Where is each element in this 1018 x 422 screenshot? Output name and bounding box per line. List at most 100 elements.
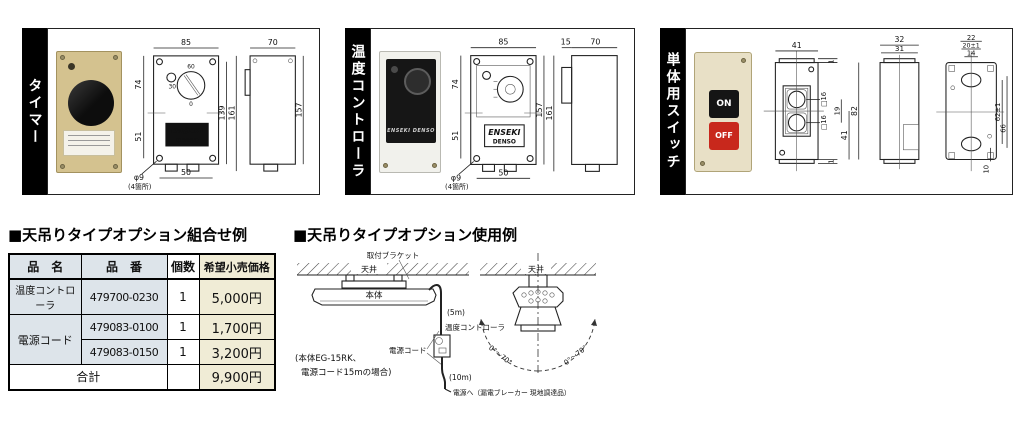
cell-name: 温度コントローラ: [8, 278, 82, 315]
usage-right-diagram: 天井 0°～70° 0°～70°: [479, 253, 597, 375]
timer-dimension-drawing: 60 30 0 ENSEKI DENSO 85 74 51: [128, 38, 304, 190]
screw-icon: [113, 163, 118, 169]
note-line: (本体EG-15RK、: [295, 353, 361, 364]
cell-part: 479083-0150: [80, 339, 168, 365]
brand-text: ENSEKI: [171, 126, 203, 135]
dim-label: 161: [545, 105, 554, 120]
cell-name: 電源コード: [8, 314, 82, 365]
dim-label: 66: [1000, 124, 1008, 133]
mounting-bracket: [341, 280, 407, 289]
brand-text: DENSO: [175, 138, 198, 144]
cell-part: 479700-0230: [80, 278, 168, 315]
dim-label: 31: [895, 43, 904, 52]
power-cord-upper: [428, 284, 442, 335]
arrowhead-icon: [479, 319, 485, 325]
timer-panel-box: 60 30 0 ENSEKI DENSO 85 74 51: [47, 28, 320, 195]
cell-qty: 1: [166, 314, 200, 340]
dim-label: 51: [451, 130, 460, 140]
controller-side-view: 15 70: [561, 37, 618, 172]
cell-price: 1,700円: [198, 314, 276, 340]
dial-icon: [176, 70, 206, 100]
dim-label: 41: [840, 130, 849, 140]
off-button-image: OFF: [709, 121, 739, 150]
screw-icon: [383, 162, 388, 168]
switch-front-view: [763, 50, 824, 171]
timer-dimension-lines: 85 74 51 139 161 50 φ9 (4箇所): [128, 38, 237, 190]
to-power-label: 電源へ（漏電ブレーカー 現地調達品）: [453, 388, 571, 397]
controller-dial-knob: [404, 67, 431, 95]
arrowhead-icon: [591, 319, 597, 326]
unit-label: 本体: [365, 290, 383, 301]
dim-label: 62±1: [994, 102, 1002, 121]
bracket-label: 取付ブラケット: [367, 250, 420, 260]
pilot-lamp-icon: [68, 62, 75, 70]
cord-length-label: (5m): [447, 308, 465, 317]
power-cord-lower: [441, 357, 446, 389]
timer-photo: [56, 50, 122, 173]
total-label: 合計: [8, 364, 168, 390]
controller-dimension-lines: 85 74 51 157 161 50 φ9 (4箇所): [445, 37, 555, 191]
controller-panel-box: ENSEKI DENSO ENSEKI: [370, 28, 635, 195]
swing-angle-label: 0°～70°: [487, 344, 513, 367]
dim-label: 74: [134, 79, 143, 89]
total-price: 9,900円: [198, 364, 276, 390]
note-line: 電源コード15mの場合): [301, 367, 391, 378]
dim-label: 70: [590, 37, 600, 46]
dim-label: □16: [820, 115, 828, 130]
heater-end-view: [512, 286, 564, 308]
col-header-name: 品 名: [8, 253, 82, 280]
col-header-price: 希望小売価格: [198, 253, 276, 280]
switch-dimension-drawing: 41 1 1 □16 □16 19 41 82: [763, 33, 1008, 173]
timer-front-view: 60 30 0 ENSEKI DENSO: [147, 54, 225, 172]
table-total-row: 合計 9,900円: [8, 364, 276, 390]
cell-part: 479083-0100: [80, 314, 168, 340]
pilot-lamp-icon: [482, 70, 492, 80]
ceiling-label: 天井: [361, 264, 377, 274]
screw-icon: [432, 162, 437, 168]
dim-label: 85: [181, 38, 191, 47]
col-header-qty: 個数: [166, 253, 200, 280]
screw-icon: [113, 54, 118, 60]
dim-label: 51: [134, 131, 143, 141]
controller-label: 温度コントローラ: [445, 322, 505, 332]
switch-panel-box: ON OFF: [685, 28, 1013, 195]
table-header-row: 品 名 品 番 個数 希望小売価格: [8, 253, 276, 280]
dim-label: □16: [820, 91, 828, 106]
cell-qty: 1: [166, 278, 200, 315]
screw-icon: [741, 57, 746, 63]
switch-back-dimensions: 22 20±1 14 62±1 66 10: [960, 33, 1008, 173]
dim-label: (4箇所): [128, 181, 152, 190]
dim-label: 32: [895, 35, 905, 44]
switch-front-dimensions: 41 1 1 □16 □16 19 41 82: [775, 41, 860, 164]
dim-label: 22: [967, 33, 976, 41]
dim-label: 70: [268, 38, 278, 47]
combo-title: ■天吊りタイプオプション組合せ例: [8, 226, 248, 244]
swing-arc-left: [480, 318, 539, 372]
dim-label: 50: [498, 168, 508, 177]
dim-label: 10: [983, 164, 991, 173]
switch-back-view: [936, 50, 1005, 171]
table-row: 電源コード 479083-0100 1 1,700円: [8, 314, 276, 365]
table-row: 温度コントローラ 479700-0230 1 5,000円: [8, 278, 276, 315]
dial-icon: [496, 75, 524, 103]
timer-panel: タイマー 60: [22, 28, 320, 195]
pilot-lamp-icon: [391, 65, 398, 73]
brand-text: ENSEKI DENSO: [387, 127, 435, 134]
dim-label: 85: [498, 37, 508, 46]
switch-panel: 単体用スイッチ ON OFF: [660, 28, 1013, 195]
option-combo-section: ■天吊りタイプオプション組合せ例 品 名 品 番 個数 希望小売価格 温度コント…: [8, 224, 283, 391]
on-button-image: ON: [709, 89, 739, 118]
cell-qty: 1: [166, 339, 200, 365]
dim-label: 161: [227, 105, 236, 120]
dim-label: 1: [828, 59, 836, 63]
swing-angle-label: 0°～70°: [563, 344, 589, 367]
cell-price: 3,200円: [198, 339, 276, 365]
cell-price: 5,000円: [198, 278, 276, 315]
usage-example-section: ■天吊りタイプオプション使用例 天井 取付ブラケット 本体: [293, 224, 643, 422]
option-combo-table: 品 名 品 番 個数 希望小売価格 温度コントローラ 479700-0230 1…: [8, 253, 276, 391]
dim-label: 1: [828, 159, 836, 163]
brand-text: DENSO: [493, 138, 516, 145]
controller-dimension-drawing: ENSEKI DENSO 85 74 51 157 161: [445, 37, 618, 191]
dial-mark: 60: [187, 64, 195, 70]
switch-photo: ON OFF: [694, 51, 752, 172]
